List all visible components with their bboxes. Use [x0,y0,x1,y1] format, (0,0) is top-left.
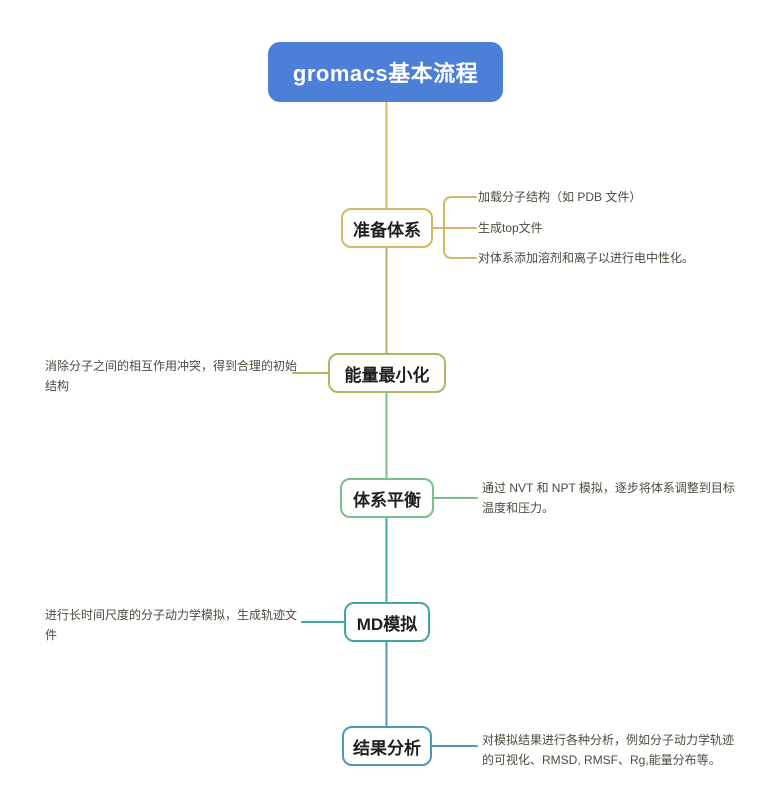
subtopic-analysis-note-line2: 的可视化、RMSD, RMSF、Rg,能量分布等。 [482,753,721,767]
subtopic-equilibration-note[interactable]: 通过 NVT 和 NPT 模拟，逐步将体系调整到目标 温度和压力。 [482,478,750,518]
subtopic-add-solvent-ions[interactable]: 对体系添加溶剂和离子以进行电中性化。 [478,251,695,265]
topic-result-analysis[interactable]: 结果分析 [342,726,432,766]
subtopic-load-structure[interactable]: 加载分子结构（如 PDB 文件） [478,190,642,204]
subtopic-equilibration-note-line1: 通过 NVT 和 NPT 模拟，逐步将体系调整到目标 [482,481,735,495]
topic-prepare-system-label: 准备体系 [353,220,421,240]
branch-prepare-bottom [443,227,477,259]
subtopic-generate-top-file[interactable]: 生成top文件 [478,221,543,235]
subtopic-minimize-note-line1: 消除分子之间的相互作用冲突，得到合理的初始 [45,359,298,373]
topic-md-simulation[interactable]: MD模拟 [344,602,430,642]
topic-md-simulation-label: MD模拟 [356,614,418,634]
topic-system-equilibration[interactable]: 体系平衡 [340,478,434,518]
topic-energy-minimization[interactable]: 能量最小化 [328,353,446,393]
root-topic[interactable]: gromacs基本流程 [268,42,503,102]
subtopic-md-note-line2: 件 [45,628,58,642]
subtopic-md-note-line1: 进行长时间尺度的分子动力学模拟，生成轨迹文 [45,608,298,622]
subtopic-md-note[interactable]: 进行长时间尺度的分子动力学模拟，生成轨迹文 件 [45,605,307,645]
subtopic-minimize-note-line2: 结构 [45,379,70,393]
root-topic-label: gromacs基本流程 [292,61,479,86]
topic-result-analysis-label: 结果分析 [353,738,421,758]
subtopic-minimize-note[interactable]: 消除分子之间的相互作用冲突，得到合理的初始 结构 [45,356,307,396]
branch-prepare-top [443,196,477,229]
subtopic-analysis-note-line1: 对模拟结果进行各种分析，例如分子动力学轨迹 [482,733,735,747]
topic-system-equilibration-label: 体系平衡 [353,490,421,510]
subtopic-analysis-note[interactable]: 对模拟结果进行各种分析，例如分子动力学轨迹 的可视化、RMSD, RMSF、Rg… [482,730,750,770]
topic-prepare-system[interactable]: 准备体系 [341,208,433,248]
subtopic-equilibration-note-line2: 温度和压力。 [482,501,555,515]
topic-energy-minimization-label: 能量最小化 [344,365,430,385]
